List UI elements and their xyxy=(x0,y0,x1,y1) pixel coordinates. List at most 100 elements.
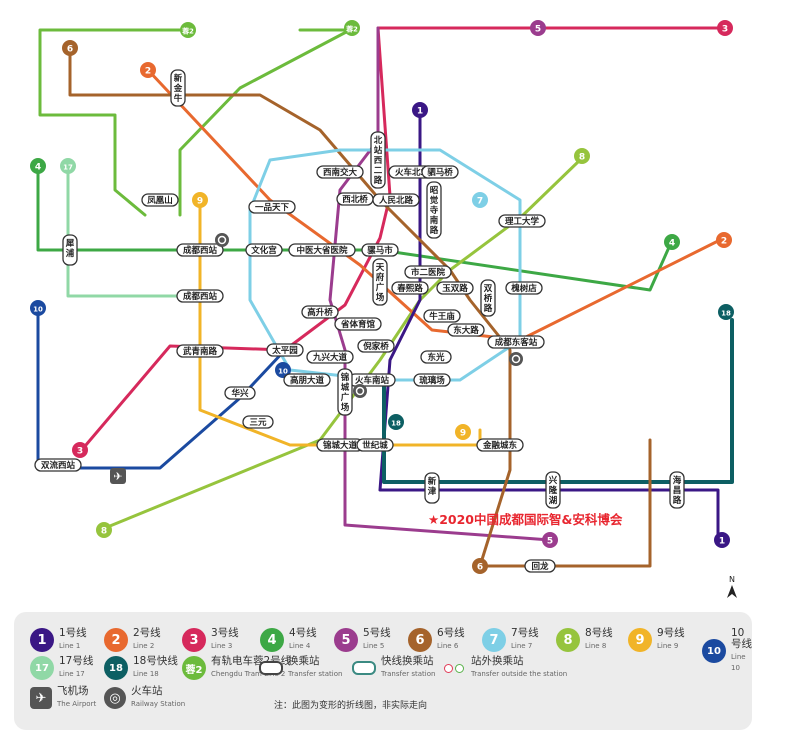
svg-text:锦: 锦 xyxy=(341,372,350,383)
line-6-badge: 6 xyxy=(408,628,432,652)
transfer-station-shuangliu-xizhan[interactable]: 双流西站 xyxy=(34,458,82,472)
transfer-station-chengdu-xizhan[interactable]: 成都西站 xyxy=(176,243,224,257)
line-2-badge: 2 xyxy=(716,232,732,248)
transfer-station-niu-wangmiao[interactable]: 牛王庙 xyxy=(423,309,461,323)
line-4-path xyxy=(36,166,672,292)
transfer-station-tiyuchang[interactable]: 省体育馆 xyxy=(334,317,382,331)
transfer-station-zhongyi-daxue[interactable]: 中医大省医院 xyxy=(288,243,356,257)
transfer-station-huilong[interactable]: 回龙 xyxy=(524,559,556,573)
transfer-station-chengdu-dongke[interactable]: 成都东客站 xyxy=(487,335,545,349)
svg-text:6: 6 xyxy=(67,45,73,55)
svg-text:理工大学: 理工大学 xyxy=(505,216,540,227)
line-1-badge: 1 xyxy=(30,628,54,652)
svg-text:6: 6 xyxy=(477,563,483,573)
transfer-station-xinxing[interactable]: 世纪城 xyxy=(356,438,394,452)
transfer-station-simaqiao[interactable]: 驷马桥 xyxy=(421,165,459,179)
transfer-station-jiuxingzhi[interactable]: 锦城广场锦城广场 xyxy=(337,368,353,416)
transfer-station-haichang-lu[interactable]: 海昌路海昌路 xyxy=(669,471,685,509)
transfer-station-zhaojuesi-nanlu[interactable]: 昭觉寺南路昭觉寺南路 xyxy=(426,181,442,239)
svg-text:蓉2: 蓉2 xyxy=(182,27,194,36)
transfer-station-xinjiang-nan[interactable]: 兴隆湖兴隆湖 xyxy=(545,471,561,509)
transfer-station-huaxi-ba[interactable]: 倪家桥 xyxy=(357,339,395,353)
line-蓉2-badge: 蓉2 xyxy=(344,20,360,36)
svg-text:牛王庙: 牛王庙 xyxy=(429,311,455,322)
svg-text:琉璃场: 琉璃场 xyxy=(419,375,445,386)
transfer-station-renmin-beilu[interactable]: 人民北路 xyxy=(372,193,420,207)
legend-transfer-en: Transfer station xyxy=(288,670,343,678)
map-note: 注：此图为变形的折线图，非实际走向 xyxy=(274,701,428,711)
transfer-station-wuhou-dadao[interactable]: 武青南路 xyxy=(176,344,224,358)
line-9-badge: 9 xyxy=(628,628,652,652)
line-8-badge: 8 xyxy=(96,522,112,538)
svg-text:蓉2: 蓉2 xyxy=(346,25,358,34)
transfer-station-xibeiqiao[interactable]: 西北桥 xyxy=(336,192,374,206)
transfer-station-huochenanzhan[interactable]: 火车南站 xyxy=(348,373,396,387)
svg-text:骡马市: 骡马市 xyxy=(367,245,393,256)
svg-text:4: 4 xyxy=(669,239,675,249)
legend-railway-en: Railway Station xyxy=(131,700,186,708)
svg-text:玉双路: 玉双路 xyxy=(442,283,468,294)
transfer-station-jingjusi[interactable]: 琉璃场 xyxy=(413,373,451,387)
transfer-station-xinjiang-lu[interactable]: 新津新津 xyxy=(424,472,440,504)
express-transfer-symbol xyxy=(352,661,376,675)
transfer-station-xinan-jiaoda[interactable]: 西南交大 xyxy=(316,165,364,179)
line-6-badge: 6 xyxy=(472,558,488,574)
transfer-station-chunxilu[interactable]: 春熙路 xyxy=(391,281,429,295)
transfer-station-huaxing[interactable]: 华兴 xyxy=(224,386,256,400)
transfer-station-beizhan-xi-erlu[interactable]: 北站西二路北站西二路 xyxy=(370,131,386,189)
svg-text:路: 路 xyxy=(484,303,493,314)
transfer-station-xipu[interactable]: 犀浦犀浦 xyxy=(62,234,78,266)
line-5-badge: 5 xyxy=(530,20,546,36)
transfer-station-yulin[interactable]: 槐树店 xyxy=(505,281,543,295)
transfer-station-yushuang-lu[interactable]: 玉双路 xyxy=(436,281,474,295)
transfer-station-dongguang[interactable]: 东光 xyxy=(420,350,452,364)
svg-text:高升桥: 高升桥 xyxy=(307,307,333,318)
line-6-path xyxy=(68,46,652,568)
legend-line-name-cn: 3号线 xyxy=(211,627,239,639)
svg-text:世纪城: 世纪城 xyxy=(362,440,388,451)
legend-airport-en: The Airport xyxy=(57,700,97,708)
transfer-station-gaopeng-dadao[interactable]: 高朋大道 xyxy=(283,373,331,387)
transfer-station-shuangqiao-lu[interactable]: 双桥路双桥路 xyxy=(480,279,496,317)
transfer-station-shi-erqiao[interactable]: 市二医院 xyxy=(404,265,452,279)
transfer-station-luomashi[interactable]: 骡马市 xyxy=(361,243,399,257)
transfer-station-dongdalu[interactable]: 东大路 xyxy=(447,323,485,337)
railway-station-icon: ◎ xyxy=(104,687,126,709)
legend-line-name-cn: 1号线 xyxy=(59,627,87,639)
transfer-station-wenhuagong[interactable]: 文化宫 xyxy=(245,243,283,257)
transfer-station-jinrongcheng-dong[interactable]: 金融城东 xyxy=(476,438,524,452)
legend-line-name-cn: 18号快线 xyxy=(133,655,178,667)
transfer-station-gaosheng-qiao[interactable]: 高升桥 xyxy=(301,305,339,319)
line-18-badge: 18 xyxy=(718,304,734,320)
transfer-station-chengdu-zhizhan[interactable]: 成都西站 xyxy=(176,289,224,303)
svg-text:天: 天 xyxy=(376,263,385,273)
line-4-badge: 4 xyxy=(260,628,284,652)
svg-text:城: 城 xyxy=(341,382,350,393)
transfer-station-ligong-daxue[interactable]: 理工大学 xyxy=(498,214,546,228)
svg-text:锦城大道: 锦城大道 xyxy=(323,440,358,451)
transfer-station-jiuxing-dadao[interactable]: 九兴大道 xyxy=(306,350,354,364)
legend-outside-transfer: 站外换乘站 Transfer outside the station xyxy=(444,656,567,680)
svg-text:桥: 桥 xyxy=(484,293,493,304)
svg-text:东大路: 东大路 xyxy=(453,325,479,336)
transfer-station-taipinyuan[interactable]: 太平园 xyxy=(266,343,304,357)
svg-text:双流西站: 双流西站 xyxy=(41,460,76,471)
line-10-path xyxy=(36,308,287,470)
line-17-badge: 17 xyxy=(30,656,54,680)
transfer-station-jincheng-dadao[interactable]: 锦城大道 xyxy=(316,438,364,452)
transfer-station-xinjinsi[interactable]: 新金牛新金牛 xyxy=(170,69,186,107)
transfer-station-tianfu-guangchang[interactable]: 天府广场天府广场 xyxy=(372,258,388,306)
transfer-station-fenghuangshan[interactable]: 凤凰山 xyxy=(141,193,179,207)
legend-line-name-cn: 4号线 xyxy=(289,627,317,639)
transfer-station-yipin-tianxia[interactable]: 一品天下 xyxy=(248,200,296,214)
legend-line-name-en: Line 3 xyxy=(211,642,233,650)
transfer-station-sanguan[interactable]: 三元 xyxy=(242,415,274,429)
outside-transfer-symbol xyxy=(444,663,466,673)
legend-airport-cn: 飞机场 xyxy=(57,685,89,697)
